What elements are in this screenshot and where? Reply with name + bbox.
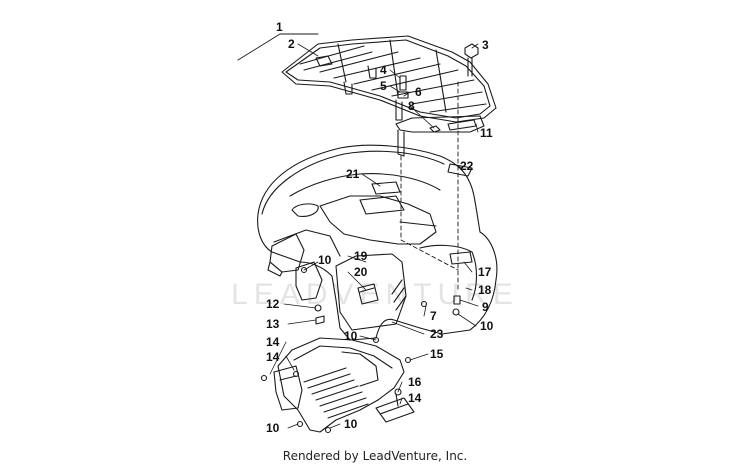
callout-1: 1 (276, 20, 283, 34)
callout-17: 17 (478, 265, 492, 279)
callout-labels: 1 2 3 4 5 6 8 11 22 21 19 20 10 17 18 9 … (266, 20, 494, 435)
callout-23: 23 (430, 327, 444, 341)
callout-2: 2 (288, 37, 295, 51)
callout-14-left: 14 (266, 350, 280, 364)
callout-15: 16 (408, 375, 422, 389)
footer-credit: Rendered by LeadVenture, Inc. (282, 449, 468, 463)
callout-10-upper: 10 (318, 253, 332, 267)
callout-18: 18 (478, 283, 492, 297)
callout-20: 20 (354, 265, 368, 279)
rear-fender (257, 144, 498, 341)
leader-dashes (400, 81, 459, 291)
callout-7: 7 (430, 309, 437, 323)
callout-16: 14 (408, 391, 422, 405)
callout-10-bottom: 10 (344, 417, 358, 431)
callout-8: 8 (408, 99, 415, 113)
callout-11: 11 (480, 126, 493, 140)
callout-12: 12 (266, 297, 280, 311)
callout-21: 21 (346, 167, 360, 181)
callout-9: 9 (482, 300, 489, 314)
callout-bracket-1 (237, 33, 319, 61)
support-bracket (375, 388, 415, 423)
callout-4: 4 (380, 63, 387, 77)
callout-6: 6 (415, 85, 422, 99)
callout-14-bottom: 10 (266, 421, 280, 435)
callout-3: 3 (482, 38, 489, 52)
rear-rack (281, 35, 497, 157)
callout-13: 13 (266, 317, 280, 331)
callout-22: 22 (460, 159, 474, 173)
watermark-text: LEADVENTURE (231, 278, 519, 311)
footwell (260, 315, 412, 434)
callout-5: 5 (380, 79, 387, 93)
callout-19: 19 (354, 249, 368, 263)
leader-lines (269, 43, 479, 429)
callout-10-left: 14 (266, 335, 280, 349)
callout-14-right: 15 (430, 347, 444, 361)
callout-10-middle: 10 (344, 329, 358, 343)
callout-10-right: 10 (480, 319, 494, 333)
